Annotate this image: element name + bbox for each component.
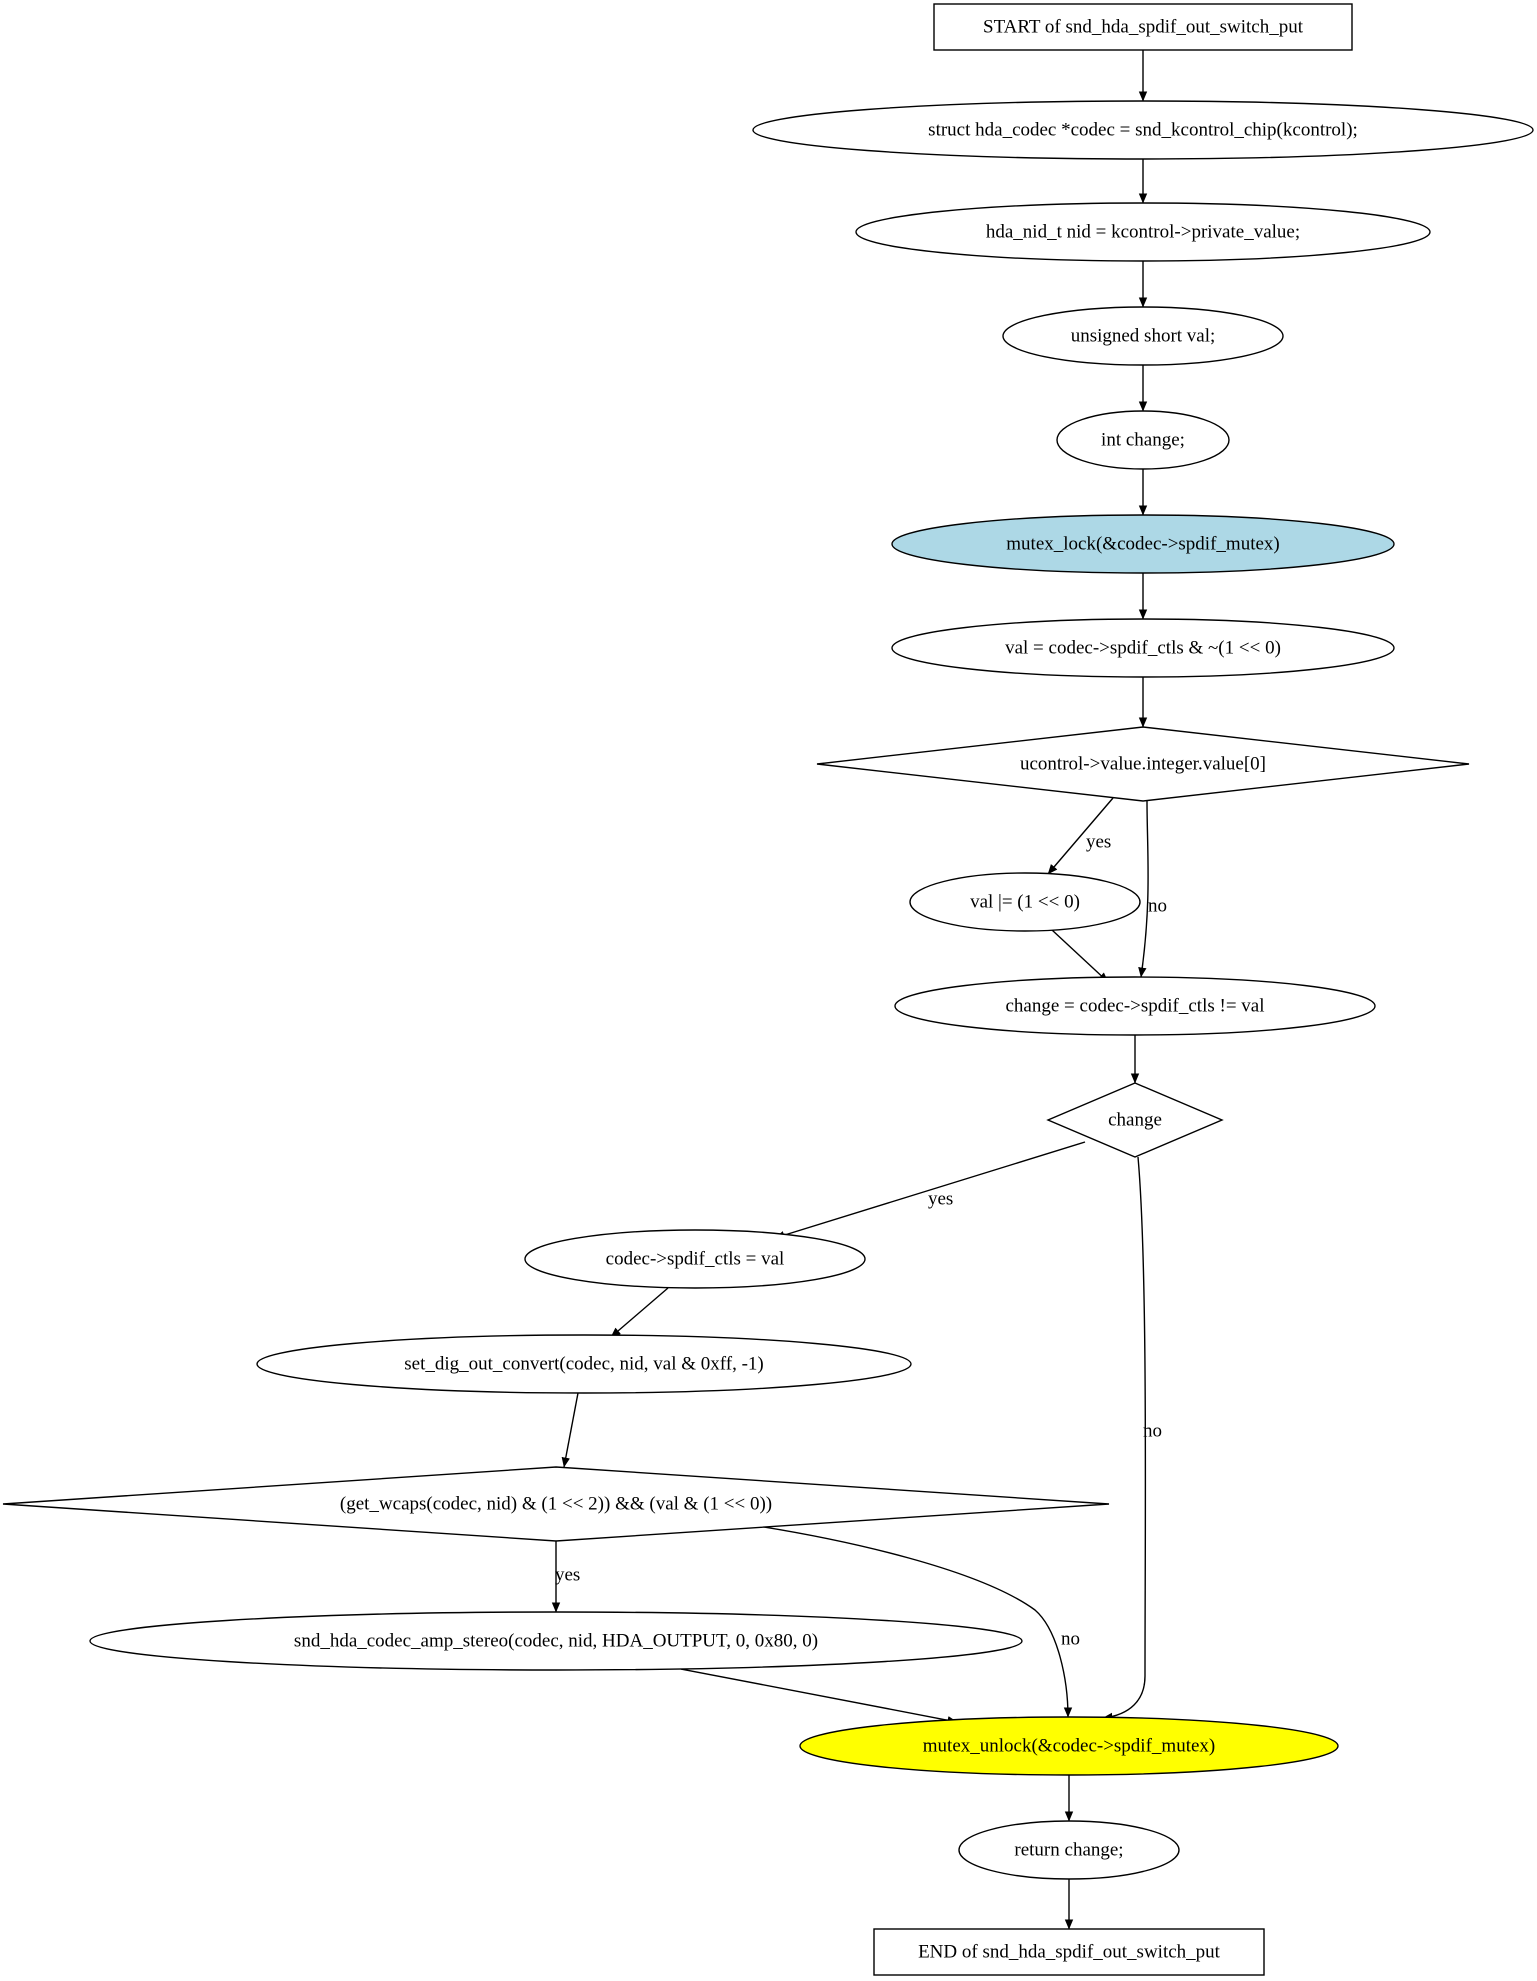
node-label: val = codec->spdif_ctls & ~(1 << 0) bbox=[1005, 637, 1281, 658]
node-label: unsigned short val; bbox=[1071, 325, 1216, 346]
edge-label-no: no bbox=[1143, 1420, 1162, 1441]
node-shape-ellipse bbox=[1056, 410, 1230, 470]
node-shape-rect bbox=[933, 3, 1353, 51]
edge-label-no: no bbox=[1061, 1628, 1080, 1649]
node-label: (get_wcaps(codec, nid) & (1 << 2)) && (v… bbox=[340, 1493, 772, 1514]
node-shape-ellipse bbox=[855, 202, 1431, 262]
node-label: codec->spdif_ctls = val bbox=[606, 1248, 785, 1269]
node-shape-ellipse bbox=[891, 618, 1395, 678]
node-shape-ellipse bbox=[524, 1229, 866, 1289]
node-n-codec: struct hda_codec *codec = snd_kcontrol_c… bbox=[752, 100, 1534, 160]
node-d-change: change bbox=[1046, 1082, 1224, 1158]
edge-d-ucontrol-to-n-change-assign bbox=[1138, 800, 1149, 978]
node-label: hda_nid_t nid = kcontrol->private_value; bbox=[986, 221, 1300, 242]
node-n-val-assign: val = codec->spdif_ctls & ~(1 << 0) bbox=[891, 618, 1395, 678]
node-shape-ellipse bbox=[89, 1611, 1023, 1671]
node-label: ucontrol->value.integer.value[0] bbox=[1020, 753, 1266, 774]
edge-d-change-to-n-unlock bbox=[1102, 1156, 1147, 1722]
node-shape-diamond bbox=[2, 1466, 1110, 1542]
edge-label-yes: yes bbox=[1086, 831, 1111, 852]
node-label: val |= (1 << 0) bbox=[970, 891, 1080, 912]
node-label: int change; bbox=[1101, 429, 1185, 450]
node-n-set-dig: set_dig_out_convert(codec, nid, val & 0x… bbox=[256, 1334, 912, 1394]
edge-d-ucontrol-to-n-val-or bbox=[1047, 797, 1114, 875]
node-shape-ellipse bbox=[799, 1716, 1339, 1776]
node-label: change = codec->spdif_ctls != val bbox=[1006, 995, 1265, 1016]
node-shape-ellipse bbox=[891, 514, 1395, 574]
node-shape-diamond bbox=[816, 726, 1470, 802]
node-label: START of snd_hda_spdif_out_switch_put bbox=[983, 16, 1304, 37]
node-end: END of snd_hda_spdif_out_switch_put bbox=[873, 1928, 1265, 1976]
nodes: START of snd_hda_spdif_out_switch_putstr… bbox=[2, 3, 1534, 1976]
edge-label-yes: yes bbox=[555, 1564, 580, 1585]
node-shape-ellipse bbox=[909, 872, 1141, 932]
node-n-change-assign: change = codec->spdif_ctls != val bbox=[894, 976, 1376, 1036]
node-n-amp: snd_hda_codec_amp_stereo(codec, nid, HDA… bbox=[89, 1611, 1023, 1671]
node-label: return change; bbox=[1014, 1839, 1123, 1860]
node-shape-diamond bbox=[1046, 1082, 1224, 1158]
node-label: change bbox=[1108, 1109, 1162, 1130]
node-shape-rect bbox=[873, 1928, 1265, 1976]
node-n-lock: mutex_lock(&codec->spdif_mutex) bbox=[891, 514, 1395, 574]
edge-labels: yes no yes no yes no bbox=[555, 831, 1167, 1649]
node-label: mutex_unlock(&codec->spdif_mutex) bbox=[923, 1735, 1215, 1756]
edge-label-yes: yes bbox=[928, 1188, 953, 1209]
node-n-unlock: mutex_unlock(&codec->spdif_mutex) bbox=[799, 1716, 1339, 1776]
edge-n-ctls-assign-to-n-set-dig bbox=[610, 1287, 669, 1338]
node-n-ctls-assign: codec->spdif_ctls = val bbox=[524, 1229, 866, 1289]
node-shape-ellipse bbox=[752, 100, 1534, 160]
edge-label-no: no bbox=[1148, 895, 1167, 916]
edge-n-amp-to-n-unlock bbox=[680, 1668, 958, 1725]
edge-d-wcaps-to-n-unlock bbox=[744, 1523, 1073, 1718]
node-shape-ellipse bbox=[894, 976, 1376, 1036]
edges bbox=[551, 50, 1149, 1930]
node-shape-ellipse bbox=[958, 1820, 1180, 1880]
node-label: mutex_lock(&codec->spdif_mutex) bbox=[1006, 533, 1279, 554]
node-start: START of snd_hda_spdif_out_switch_put bbox=[933, 3, 1353, 51]
node-label: struct hda_codec *codec = snd_kcontrol_c… bbox=[928, 119, 1358, 140]
node-d-ucontrol: ucontrol->value.integer.value[0] bbox=[816, 726, 1470, 802]
edge-d-change-to-n-ctls-assign bbox=[774, 1141, 1086, 1240]
node-shape-ellipse bbox=[256, 1334, 912, 1394]
node-label: snd_hda_codec_amp_stereo(codec, nid, HDA… bbox=[294, 1630, 818, 1651]
node-shape-ellipse bbox=[1002, 306, 1284, 366]
node-n-change-decl: int change; bbox=[1056, 410, 1230, 470]
node-n-nid: hda_nid_t nid = kcontrol->private_value; bbox=[855, 202, 1431, 262]
edge-n-set-dig-to-d-wcaps bbox=[561, 1392, 579, 1468]
edge-n-val-or-to-n-change-assign bbox=[1051, 929, 1109, 983]
node-label: END of snd_hda_spdif_out_switch_put bbox=[918, 1941, 1221, 1962]
node-n-val-decl: unsigned short val; bbox=[1002, 306, 1284, 366]
node-n-return: return change; bbox=[958, 1820, 1180, 1880]
node-d-wcaps: (get_wcaps(codec, nid) & (1 << 2)) && (v… bbox=[2, 1466, 1110, 1542]
node-label: set_dig_out_convert(codec, nid, val & 0x… bbox=[404, 1353, 764, 1374]
node-n-val-or: val |= (1 << 0) bbox=[909, 872, 1141, 932]
